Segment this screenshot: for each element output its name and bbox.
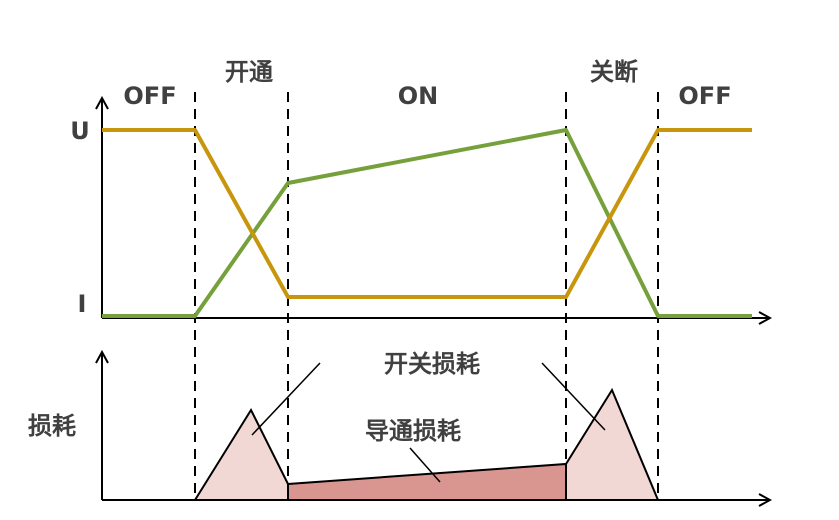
phase-label-on: ON xyxy=(398,82,439,110)
current-waveform xyxy=(102,128,752,318)
switching-loss-label: 开关损耗 xyxy=(384,350,480,378)
turn-off-switching-loss xyxy=(565,387,660,501)
current-axis-label: I xyxy=(78,290,87,318)
switching-loss-leader-right xyxy=(541,362,606,431)
loss-axis-label: 损耗 xyxy=(28,412,76,440)
switching-loss-leader-left xyxy=(251,362,321,436)
phase-label-turn-on: 开通 xyxy=(225,58,273,86)
conduction-loss xyxy=(287,462,567,501)
conduction-loss-leader xyxy=(409,447,441,483)
voltage-axis-label: U xyxy=(70,117,90,145)
voltage-waveform xyxy=(102,128,752,299)
phase-label-off-left: OFF xyxy=(123,82,176,110)
conduction-loss-label: 导通损耗 xyxy=(365,417,461,445)
turn-on-switching-loss xyxy=(193,407,289,501)
phase-label-off-right: OFF xyxy=(678,82,731,110)
phase-label-turn-off: 关断 xyxy=(590,58,638,86)
